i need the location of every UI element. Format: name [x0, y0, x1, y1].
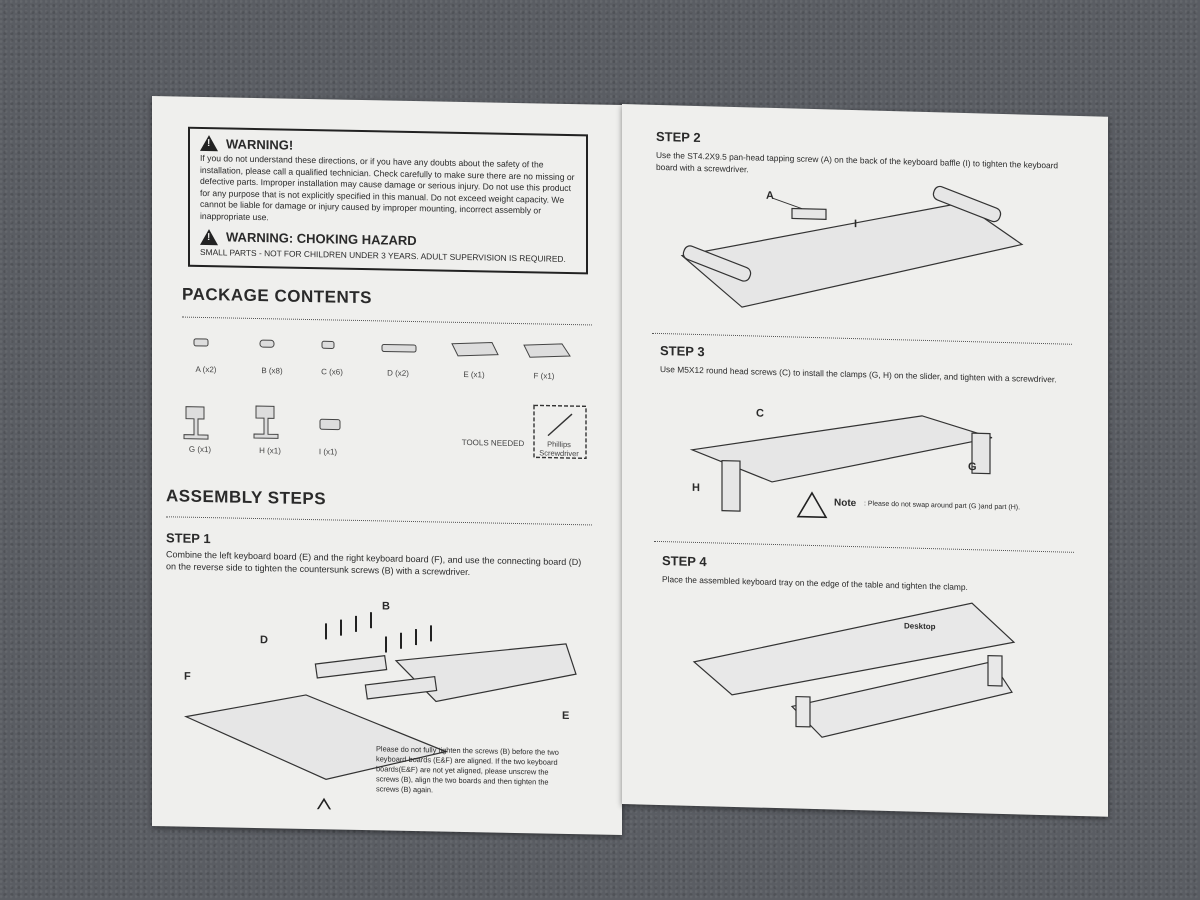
part-g-label: G (x1): [188, 444, 212, 455]
step2-label-i: I: [854, 218, 858, 231]
part-i-label: I (x1): [318, 447, 338, 457]
note-warning-icon: [306, 797, 342, 815]
note-warning-icon: [796, 491, 828, 519]
slider-board: [689, 415, 993, 483]
clamp-h: [721, 460, 741, 512]
step4-title: STEP 4: [662, 553, 707, 570]
part-h-icon: [253, 405, 279, 439]
board-e: [394, 643, 577, 703]
part-i-icon: [319, 418, 341, 431]
step1-label-d: D: [260, 634, 268, 647]
tool-name: Phillips Screwdriver: [539, 439, 579, 459]
warning-title: WARNING!: [226, 135, 294, 153]
part-h-label: H (x1): [259, 446, 281, 456]
board-f: [183, 694, 448, 780]
warning-triangle-icon: [200, 134, 218, 152]
step3-label-c: C: [756, 407, 764, 420]
part-g-icon: [183, 406, 209, 440]
tool-box: [533, 404, 587, 460]
step2-title: STEP 2: [656, 128, 701, 146]
part-c-icon: [321, 340, 335, 349]
step3-text: Use M5X12 round head screws (C) to insta…: [660, 363, 1057, 385]
leader-line: [771, 197, 803, 210]
choking-title: WARNING: CHOKING HAZARD: [226, 229, 417, 249]
screwdriver-icon: [547, 413, 573, 437]
package-contents-title: PACKAGE CONTENTS: [182, 284, 372, 308]
divider: [652, 332, 1072, 345]
part-a-label: A (x2): [195, 364, 217, 375]
step3-title: STEP 3: [660, 342, 705, 360]
part-b-label: B (x8): [261, 366, 283, 376]
clamp-right: [987, 654, 1003, 687]
step1-label-e: E: [562, 709, 570, 723]
divider: [654, 540, 1074, 553]
step3-label-g: G: [968, 461, 977, 474]
part-f-label: F (x1): [533, 371, 555, 381]
part-a-icon: [193, 338, 209, 347]
keyboard-board: [680, 202, 1024, 308]
parts-illustrations: [183, 338, 587, 460]
assembly-steps-title: ASSEMBLY STEPS: [166, 486, 327, 509]
part-d-label: D (x2): [387, 368, 409, 378]
right-page: STEP 2 Use the ST4.2X9.5 pan-head tappin…: [622, 104, 1108, 817]
connector-d2: [364, 675, 438, 700]
step2-diagram: [680, 185, 1024, 308]
rail-right: [932, 185, 1002, 223]
part-e-icon: [451, 342, 499, 357]
step4-diagram: [692, 602, 1016, 738]
step2-label-a: A: [766, 189, 774, 202]
rail-left: [682, 245, 752, 282]
step1-note: Please do not fully tighten the screws (…: [376, 744, 559, 795]
clamp-g: [971, 432, 991, 475]
part-f-icon: [523, 343, 571, 358]
divider: [166, 516, 592, 526]
part-b-icon: [259, 339, 275, 348]
divider: [182, 316, 592, 326]
desktop-label: Desktop: [904, 621, 936, 632]
part-c-label: C (x6): [321, 367, 343, 377]
connector-d1: [314, 654, 388, 679]
step1-text: Combine the left keyboard board (E) and …: [166, 549, 582, 578]
part-e-label: E (x1): [463, 369, 485, 380]
step3-note-label: Note: [834, 497, 857, 510]
desktop-surface: [692, 602, 1016, 696]
step1-label-b: B: [382, 600, 390, 613]
warning-box: WARNING! If you do not understand these …: [188, 126, 588, 275]
step3-diagram: [689, 415, 993, 519]
left-page: WARNING! If you do not understand these …: [152, 96, 622, 836]
warning-text: If you do not understand these direction…: [200, 152, 575, 223]
part-d-icon: [381, 343, 417, 353]
step1-label-f: F: [184, 670, 191, 683]
keyboard-tray: [790, 661, 1013, 738]
clamp-left: [795, 695, 811, 728]
tools-needed-label: TOOLS NEEDED: [461, 437, 525, 449]
step4-text: Place the assembled keyboard tray on the…: [662, 574, 968, 593]
warning-triangle-icon: [200, 228, 218, 245]
step1-title: STEP 1: [166, 530, 211, 547]
step1-diagram: [183, 612, 577, 815]
baffle-i: [791, 207, 827, 220]
step3-label-h: H: [692, 481, 700, 495]
